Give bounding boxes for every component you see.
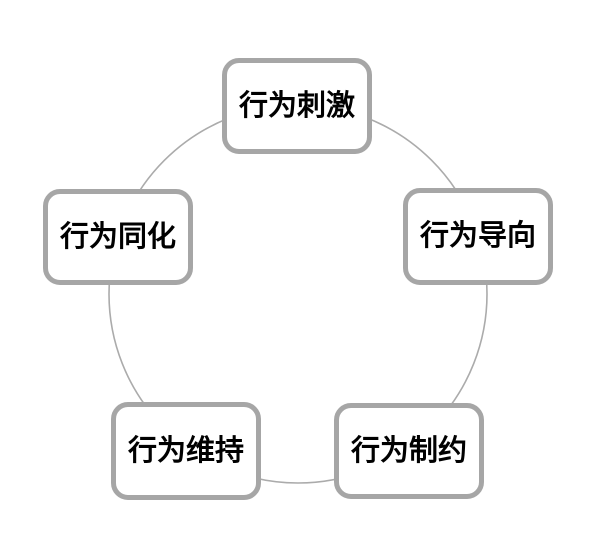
node-behavior-stimulus: 行为刺激: [222, 58, 372, 154]
node-label: 行为刺激: [238, 89, 355, 122]
node-label: 行为导向: [419, 220, 536, 252]
node-label: 行为制约: [350, 434, 467, 467]
node-behavior-constraint: 行为制约: [334, 403, 484, 499]
node-behavior-maintenance: 行为维持: [111, 402, 261, 500]
node-behavior-orientation: 行为导向: [403, 188, 553, 285]
node-label: 行为同化: [59, 220, 176, 253]
node-label: 行为维持: [127, 434, 244, 467]
node-behavior-assimilation: 行为同化: [43, 189, 193, 285]
